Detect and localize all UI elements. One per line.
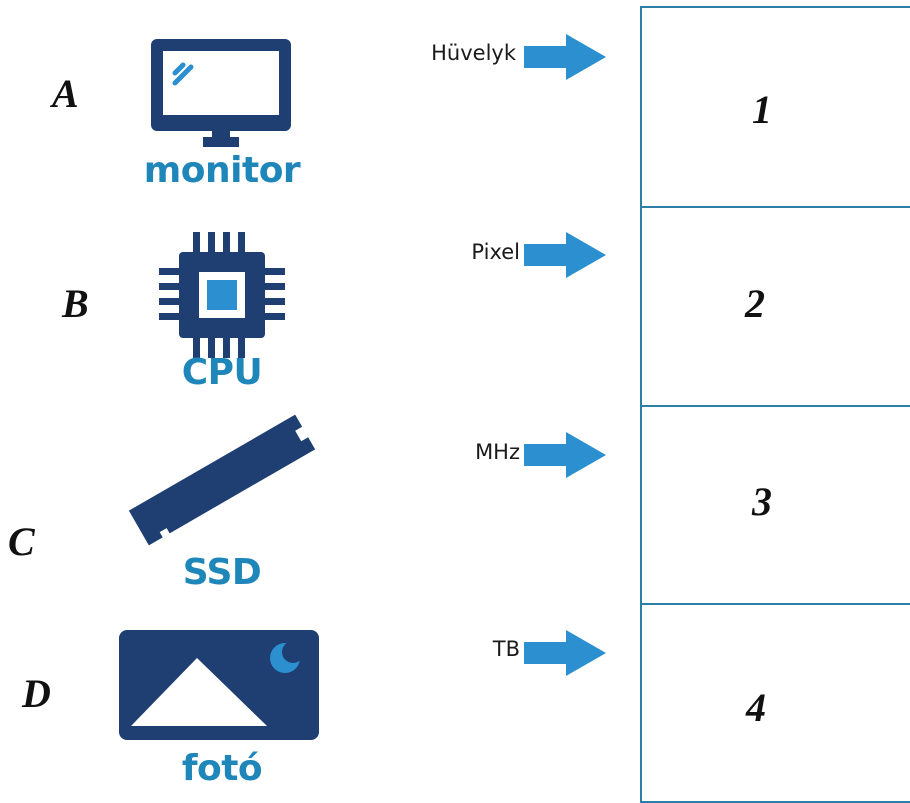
cpu-icon xyxy=(159,232,285,358)
letter-c: C xyxy=(8,519,35,564)
item-label-cpu: CPU xyxy=(181,352,263,393)
letter-b: B xyxy=(62,281,89,326)
unit-label-inch: Hüvelyk xyxy=(431,41,516,65)
unit-label-mhz: MHz xyxy=(475,440,520,464)
answer-box-2 xyxy=(640,206,910,407)
letter-a: A xyxy=(52,71,79,116)
letter-d: D xyxy=(22,671,51,716)
unit-label-tb: TB xyxy=(492,637,520,661)
box-number-1: 1 xyxy=(752,87,772,132)
answer-box-4 xyxy=(640,603,910,803)
box-number-4: 4 xyxy=(746,685,766,730)
arrow-right-icon xyxy=(524,232,606,278)
photo-icon xyxy=(119,630,319,740)
answer-box-1 xyxy=(640,6,910,208)
answer-box-3 xyxy=(640,405,910,605)
item-label-monitor: monitor xyxy=(143,150,301,191)
box-number-3: 3 xyxy=(752,479,772,524)
unit-label-pixel: Pixel xyxy=(471,240,520,264)
monitor-icon xyxy=(151,39,291,147)
box-number-2: 2 xyxy=(745,281,765,326)
arrow-right-icon xyxy=(524,432,606,478)
item-label-ssd: SSD xyxy=(182,552,262,593)
arrow-right-icon xyxy=(524,34,606,80)
arrow-right-icon xyxy=(524,630,606,676)
ssd-icon xyxy=(128,414,316,546)
item-label-photo: fotó xyxy=(181,748,263,789)
